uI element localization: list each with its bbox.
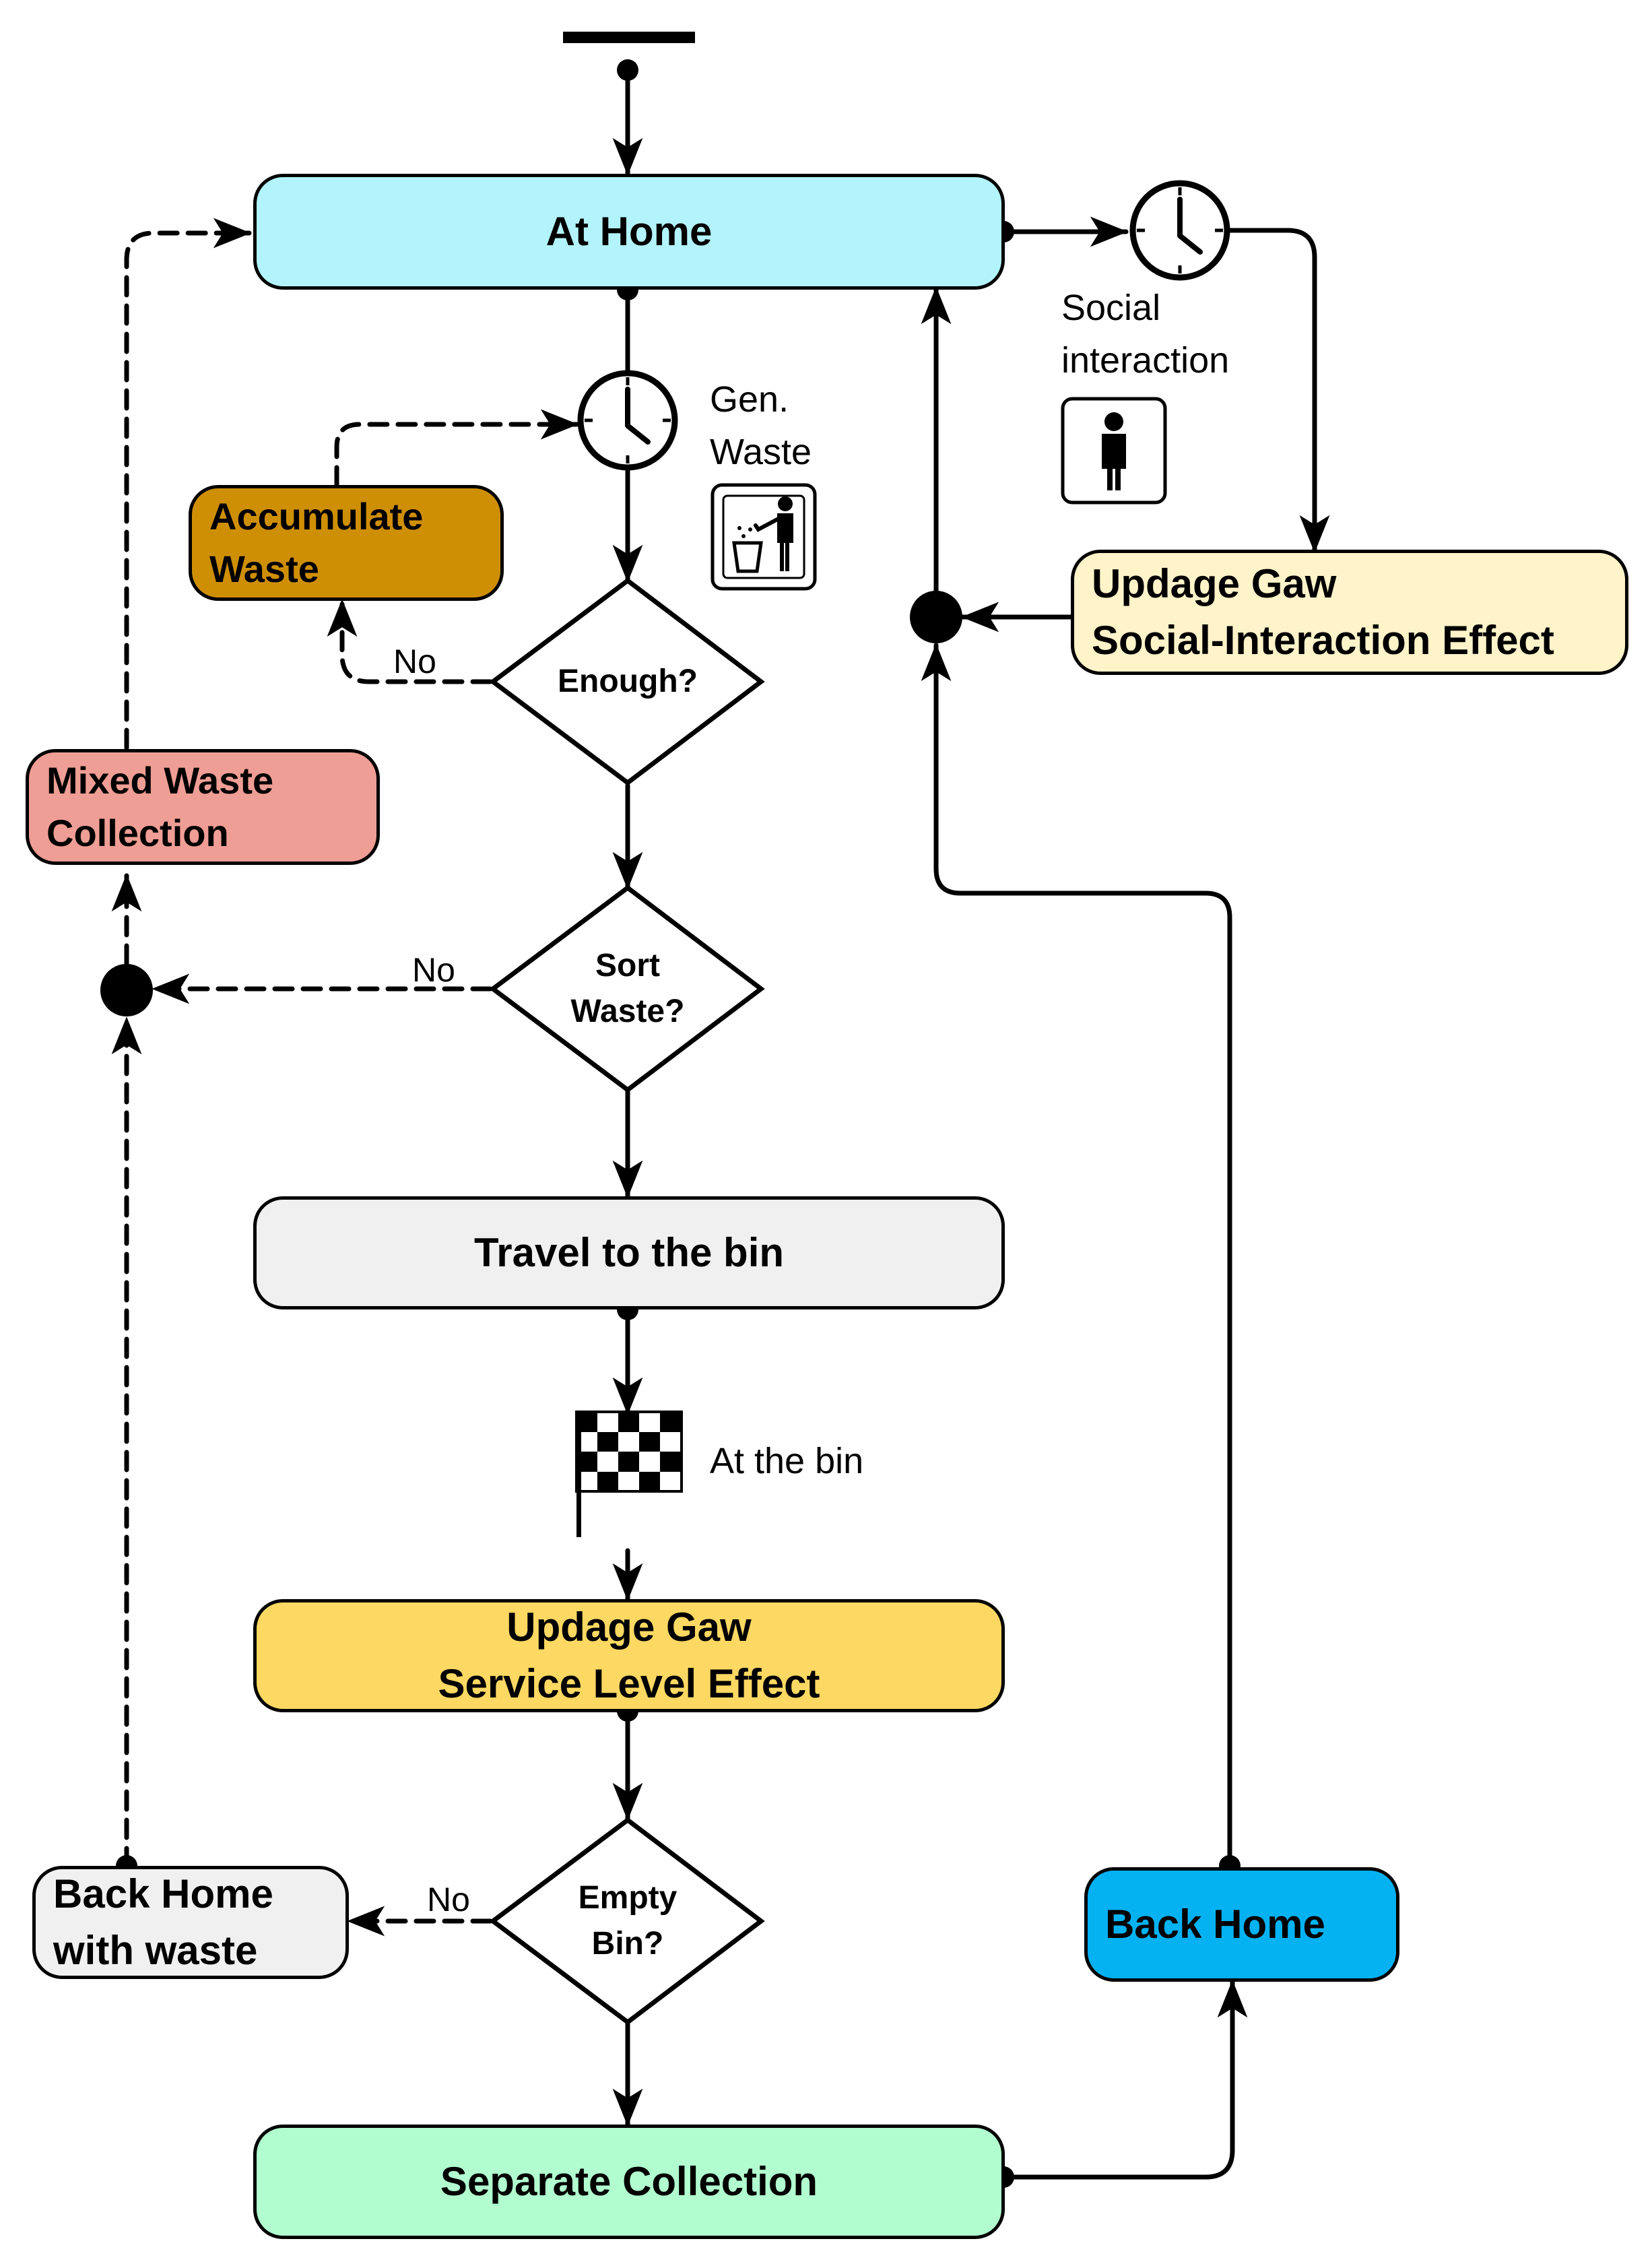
decision-enough-line-1: Enough? bbox=[558, 663, 698, 699]
node-back-home-with-waste: Back Home with waste bbox=[32, 1866, 349, 1979]
node-separate-collection: Separate Collection bbox=[253, 2125, 1005, 2239]
trash-bin-person-icon bbox=[711, 483, 817, 591]
node-at-home-label: At Home bbox=[546, 209, 713, 254]
connector-dot bbox=[617, 59, 638, 81]
clock-icon bbox=[1129, 180, 1230, 281]
node-travel-to-bin: Travel to the bin bbox=[253, 1196, 1005, 1309]
merge-node-left bbox=[100, 964, 153, 1016]
node-update-service-level: Updage Gaw Service Level Effect bbox=[253, 1599, 1005, 1712]
label-gen-waste-line-1: Gen. bbox=[710, 379, 789, 420]
node-accumulate-waste-line-2: Waste bbox=[209, 548, 319, 590]
node-accumulate-waste-line-1: Accumulate bbox=[209, 495, 424, 538]
node-update-service-level-line-1: Updage Gaw bbox=[506, 1605, 752, 1650]
node-at-home: At Home bbox=[253, 174, 1005, 290]
person-icon bbox=[1061, 397, 1167, 505]
label-at-the-bin: At the bin bbox=[710, 1441, 864, 1481]
node-back-home-with-waste-line-1: Back Home bbox=[53, 1871, 273, 1916]
merge-node-right bbox=[910, 591, 962, 643]
decision-sort-waste-line-2: Waste? bbox=[570, 994, 685, 1029]
edge-accumulate-to-timer bbox=[334, 409, 579, 488]
label-gen-waste: Gen. Waste bbox=[710, 373, 812, 478]
label-no-empty-bin: No bbox=[427, 1881, 470, 1918]
label-social-interaction-line-2: interaction bbox=[1061, 340, 1230, 381]
checkered-flag-icon bbox=[575, 1411, 683, 1537]
node-back-home: Back Home bbox=[1084, 1867, 1399, 1982]
node-update-social-interaction-line-1: Updage Gaw bbox=[1092, 561, 1337, 606]
node-accumulate-waste: Accumulate Waste bbox=[189, 485, 504, 601]
node-mixed-waste-collection-line-2: Collection bbox=[46, 812, 229, 854]
node-update-social-interaction-line-2: Social-Interaction Effect bbox=[1092, 618, 1554, 663]
clock-icon bbox=[577, 370, 678, 471]
label-gen-waste-line-2: Waste bbox=[710, 432, 812, 472]
label-no-sort-waste: No bbox=[412, 951, 455, 989]
decision-enough bbox=[489, 577, 765, 786]
edge-separate-to-back-home bbox=[1001, 1979, 1248, 2180]
edge-enough-no-to-accumulate bbox=[327, 598, 493, 684]
decision-sort-waste-line-1: Sort bbox=[595, 948, 660, 983]
edge-social-timer-to-update-social bbox=[1224, 228, 1330, 554]
edge-mixed-collection-to-at-home bbox=[124, 218, 252, 750]
node-separate-collection-label: Separate Collection bbox=[440, 2159, 818, 2204]
label-social-interaction-line-1: Social bbox=[1061, 288, 1161, 328]
decision-sort-waste bbox=[489, 884, 765, 1093]
decision-empty-bin-label: Empty Bin? bbox=[527, 1875, 729, 1967]
label-social-interaction: Social interaction bbox=[1061, 282, 1229, 387]
node-update-service-level-line-2: Service Level Effect bbox=[438, 1661, 820, 1706]
decision-empty-bin-line-2: Bin? bbox=[591, 1926, 664, 1962]
node-travel-to-bin-label: Travel to the bin bbox=[473, 1230, 785, 1275]
node-back-home-label: Back Home bbox=[1105, 1902, 1325, 1947]
node-mixed-waste-collection-line-1: Mixed Waste bbox=[46, 759, 274, 802]
node-mixed-waste-collection: Mixed Waste Collection bbox=[26, 749, 380, 865]
decision-sort-waste-label: Sort Waste? bbox=[527, 943, 729, 1035]
label-no-enough: No bbox=[393, 643, 436, 680]
node-back-home-with-waste-line-2: with waste bbox=[53, 1928, 258, 1973]
edge-back-home-to-merge bbox=[921, 643, 1232, 1869]
start-node bbox=[563, 32, 695, 43]
decision-enough-label: Enough? bbox=[527, 659, 729, 705]
decision-empty-bin bbox=[489, 1817, 765, 2026]
decision-empty-bin-line-1: Empty bbox=[578, 1880, 678, 1916]
node-update-social-interaction: Updage Gaw Social-Interaction Effect bbox=[1071, 550, 1628, 675]
